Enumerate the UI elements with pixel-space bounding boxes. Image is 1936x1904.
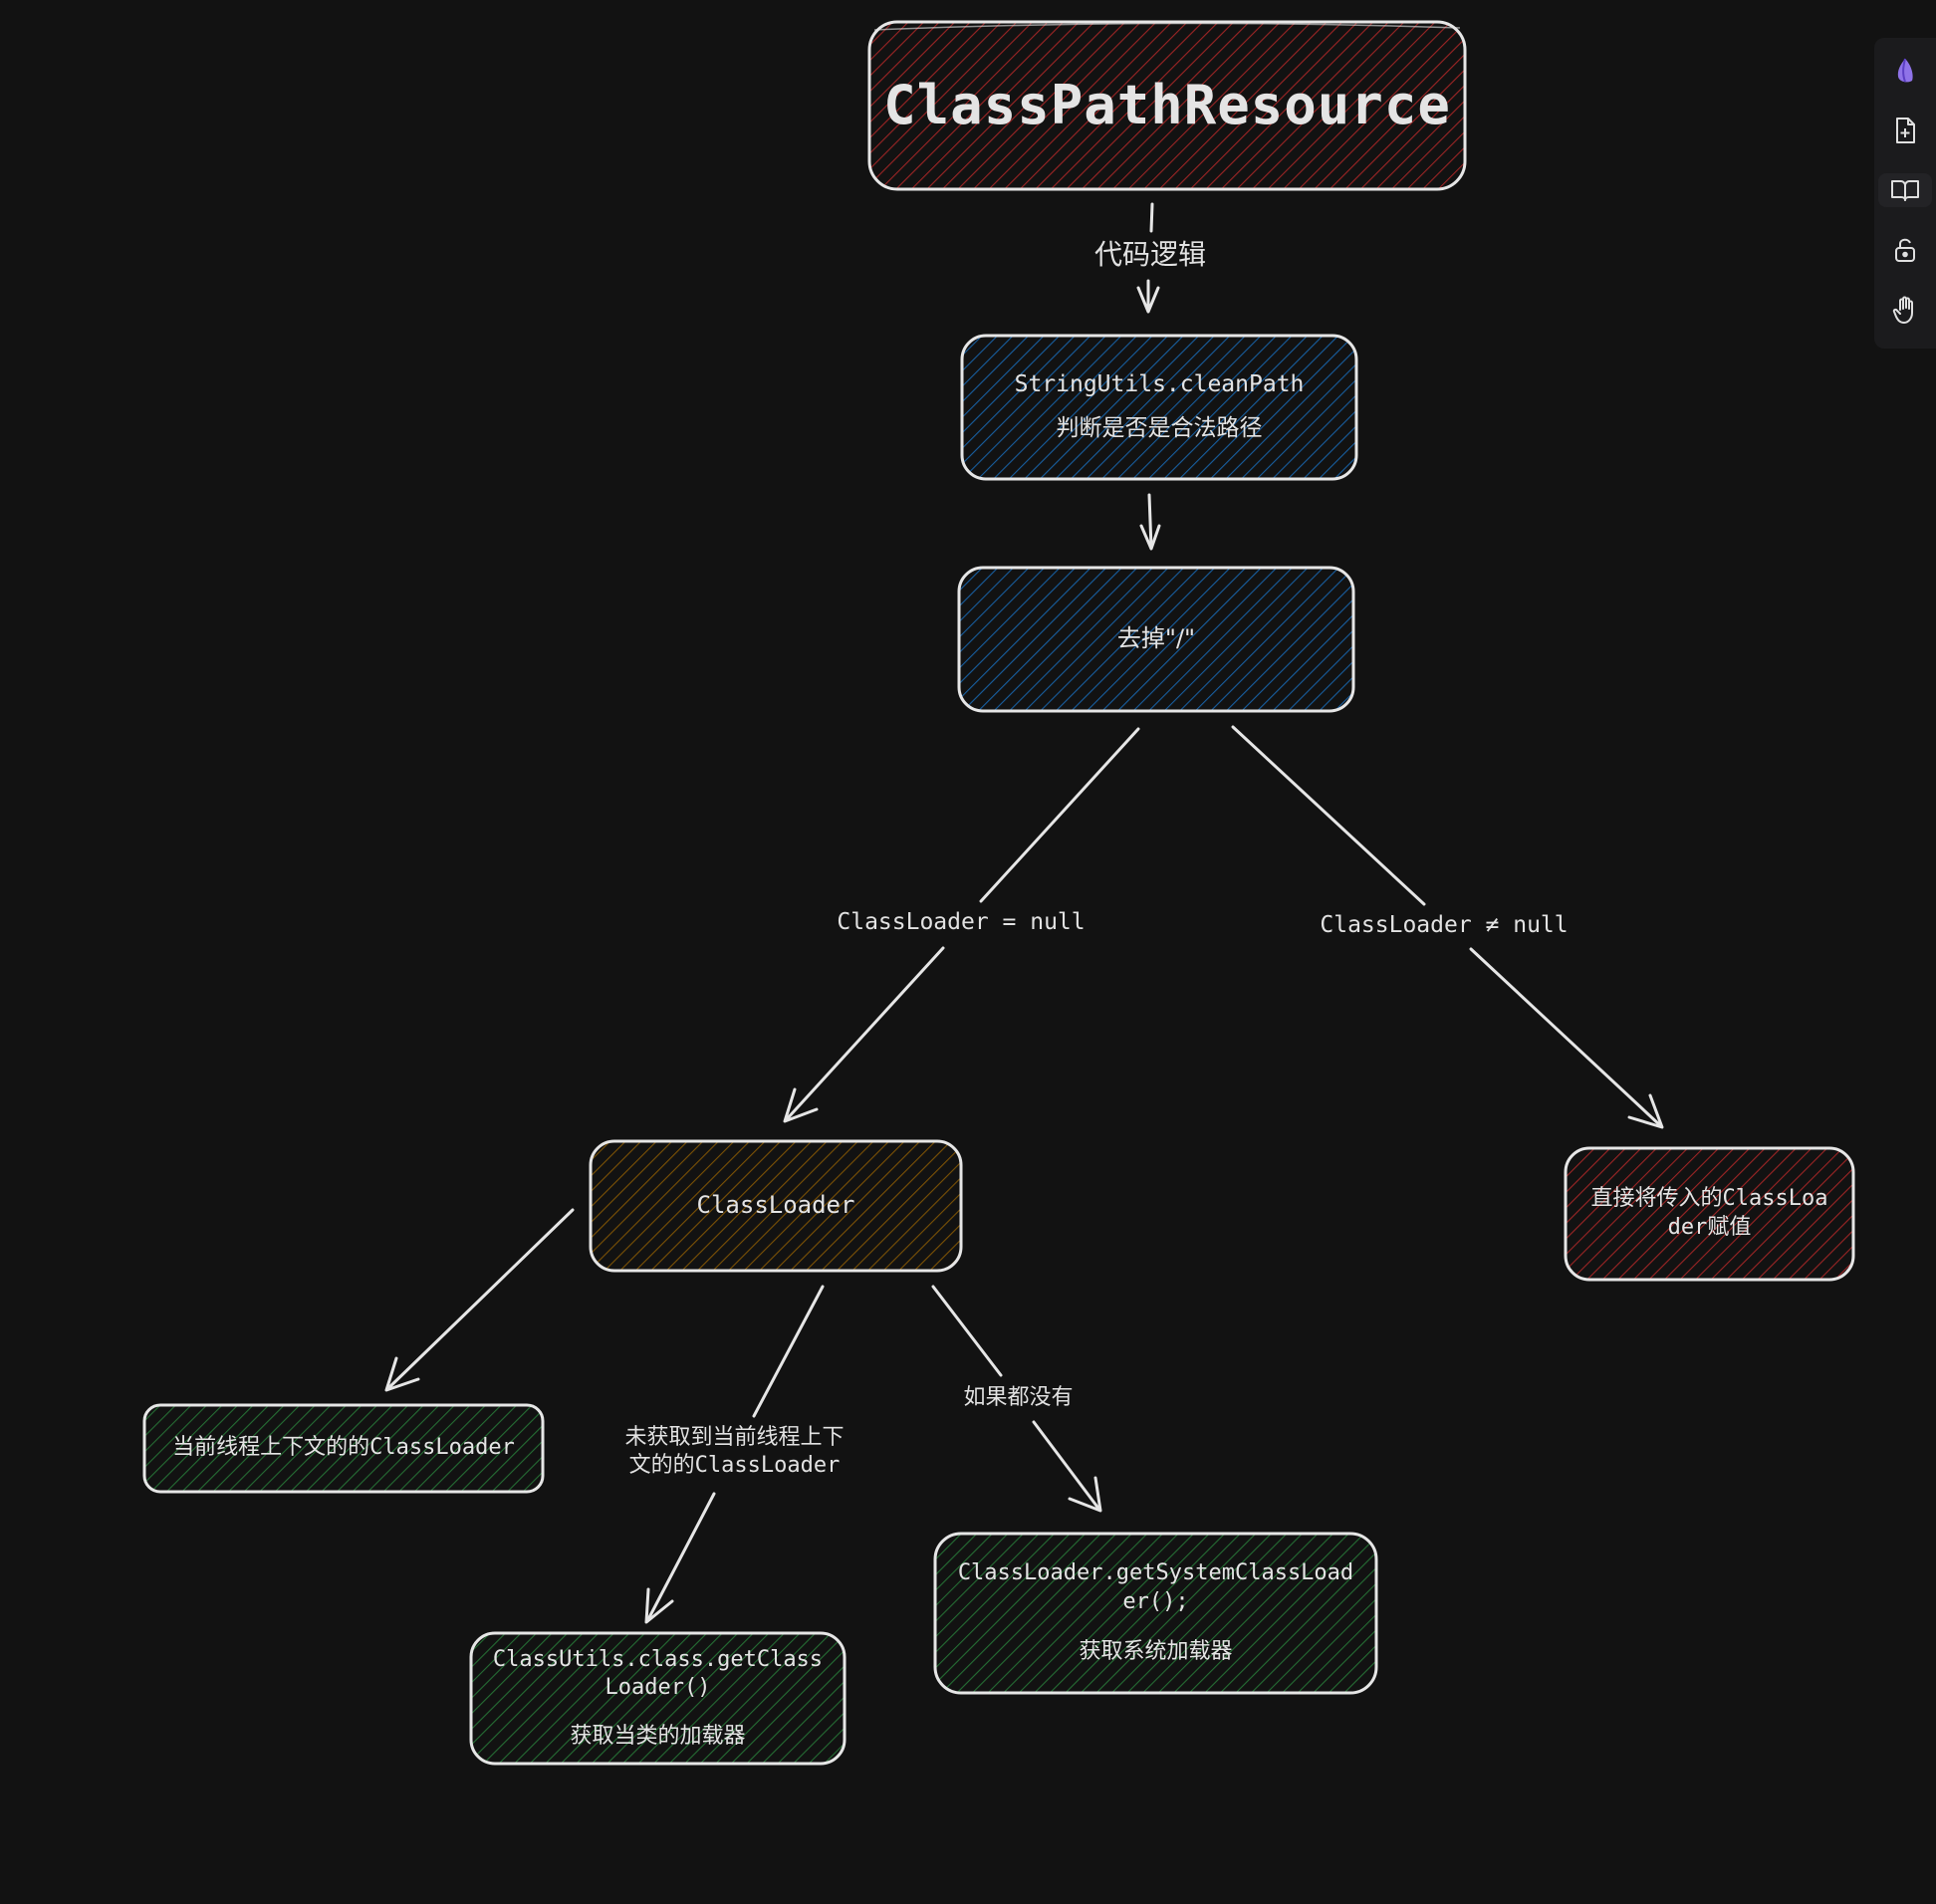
strip-slash-label: 去掉"/" xyxy=(1116,624,1196,653)
arrowhead xyxy=(1627,1093,1664,1129)
clean-path-node[interactable] xyxy=(960,334,1358,481)
strip-slash-text: 去掉"/" xyxy=(959,568,1353,711)
clean-path-method: StringUtils.cleanPath xyxy=(1014,371,1305,398)
arrowhead xyxy=(1136,286,1160,314)
arrow-loader-null[interactable] xyxy=(784,727,1140,1122)
classutils-line2: Loader() xyxy=(605,1675,711,1701)
assign-direct-node[interactable] xyxy=(1564,1146,1855,1282)
side-toolbar xyxy=(1874,38,1936,349)
arrowhead xyxy=(644,1587,674,1624)
arrow-loader-not-null[interactable] xyxy=(1231,725,1663,1128)
system-loader-line2: er(); xyxy=(1122,1588,1189,1614)
classloader-text: ClassLoader xyxy=(591,1141,961,1271)
arrowhead xyxy=(1068,1476,1102,1513)
diagram-title: ClassPathResource xyxy=(869,22,1465,189)
assign-direct-text: 直接将传入的ClassLoa der赋值 xyxy=(1566,1148,1853,1280)
unlock-icon xyxy=(1895,238,1915,262)
library-button[interactable] xyxy=(1878,173,1932,207)
hand-pan-button[interactable] xyxy=(1888,293,1922,327)
edge-label-loader-null: ClassLoader = null xyxy=(837,909,1086,935)
arrowhead xyxy=(1139,524,1161,551)
hand-pan-icon xyxy=(1892,296,1913,324)
classloader-node[interactable] xyxy=(589,1139,963,1273)
logo-button[interactable] xyxy=(1888,54,1922,88)
arrowhead xyxy=(384,1356,420,1392)
edge-label-if-none: 如果都没有 xyxy=(963,1385,1074,1410)
edge-label-code-logic: 代码逻辑 xyxy=(1093,238,1206,271)
thread-context-text: 当前线程上下文的的ClassLoader xyxy=(144,1405,543,1492)
classutils-node[interactable] xyxy=(469,1631,847,1766)
clean-path-text: StringUtils.cleanPath 判断是否是合法路径 xyxy=(962,336,1356,479)
edge-label-not-obtained: 未获取到当前线程上下 文的的ClassLoader xyxy=(624,1425,845,1478)
library-book-icon xyxy=(1891,180,1919,201)
system-loader-text: ClassLoader.getSystemClassLoad er(); 获取系… xyxy=(935,1534,1376,1693)
logo-icon xyxy=(1897,58,1913,83)
system-loader-node[interactable] xyxy=(933,1532,1378,1695)
new-file-icon xyxy=(1896,118,1915,143)
arrow-not-obtained[interactable] xyxy=(645,1285,825,1623)
strip-slash-node[interactable] xyxy=(957,566,1355,713)
title-text: ClassPathResource xyxy=(883,73,1451,136)
lock-button[interactable] xyxy=(1888,233,1922,267)
assign-direct-line1: 直接将传入的ClassLoa xyxy=(1590,1186,1828,1212)
thread-context-node[interactable] xyxy=(142,1403,545,1494)
thread-context-label: 当前线程上下文的的ClassLoader xyxy=(172,1435,515,1461)
classutils-text: ClassUtils.class.getClass Loader() 获取当类的… xyxy=(471,1633,845,1764)
arrow-if-none[interactable] xyxy=(931,1285,1101,1512)
assign-direct-line2: der赋值 xyxy=(1667,1215,1752,1240)
clean-path-desc: 判断是否是合法路径 xyxy=(1056,415,1263,441)
classloader-label: ClassLoader xyxy=(696,1191,855,1220)
edge-label-loader-not-null: ClassLoader ≠ null xyxy=(1320,912,1569,938)
arrow-to-thread-context[interactable] xyxy=(385,1208,575,1391)
classutils-desc: 获取当类的加载器 xyxy=(570,1723,746,1749)
arrow-code-logic[interactable] xyxy=(1146,202,1154,313)
system-loader-line1: ClassLoader.getSystemClassLoad xyxy=(957,1560,1354,1586)
title-node[interactable] xyxy=(867,20,1467,191)
new-file-button[interactable] xyxy=(1888,114,1922,147)
system-loader-desc: 获取系统加载器 xyxy=(1079,1639,1233,1665)
arrow-clean-to-strip[interactable] xyxy=(1147,493,1153,550)
arrowhead xyxy=(783,1087,819,1123)
classutils-line1: ClassUtils.class.getClass xyxy=(492,1646,824,1672)
